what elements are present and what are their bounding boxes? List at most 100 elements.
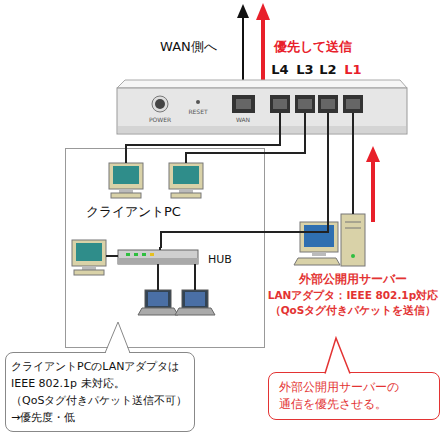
device-label: RESET — [183, 108, 213, 115]
reset-hole — [196, 100, 200, 104]
priority-arrow — [261, 18, 265, 80]
callout-box: 外部公開用サーバーの 通信を優先させる。 — [268, 372, 440, 420]
hub-device — [118, 250, 198, 264]
wan-arrow — [237, 4, 249, 84]
lan-cable — [159, 247, 161, 250]
lan-port — [343, 95, 363, 113]
wan-arrow — [237, 4, 249, 18]
power-button — [152, 96, 168, 112]
lan-port — [270, 95, 290, 113]
lan-port — [232, 95, 363, 113]
server-pc — [341, 214, 365, 266]
server-pc — [304, 225, 334, 247]
callout-tail — [105, 322, 130, 353]
lan-cable — [157, 264, 159, 290]
client-pc — [82, 266, 96, 270]
server-pc — [351, 254, 355, 258]
laptop-pc — [185, 292, 205, 306]
lan-cable — [352, 135, 354, 208]
device-label: HUB — [208, 253, 248, 266]
group-label: クライアントPC — [86, 203, 256, 221]
server-pc — [345, 228, 361, 229]
direction-label: WAN側へ — [160, 38, 217, 56]
hub-device — [150, 253, 154, 256]
router-body — [117, 80, 407, 88]
lan-port — [236, 99, 251, 109]
client-pc — [72, 240, 106, 266]
hub-device — [118, 250, 198, 264]
server-pc — [294, 214, 365, 266]
lan-port — [298, 99, 312, 109]
server-priority-arrow — [366, 146, 380, 222]
lan-cable — [352, 113, 354, 135]
client-pc — [119, 189, 133, 193]
hub-device — [134, 253, 138, 256]
server-pc — [300, 222, 338, 252]
device-label: POWER — [143, 116, 177, 123]
lan-cable — [194, 264, 196, 290]
client-pc — [74, 270, 104, 275]
client-pc — [173, 166, 199, 184]
lan-port — [232, 95, 255, 113]
router-body — [117, 88, 407, 134]
router-device: POWER RESET WAN — [115, 80, 407, 135]
lan-cable — [106, 247, 195, 290]
callout-tail — [325, 338, 350, 374]
server-pc — [312, 252, 326, 256]
server-priority-arrow — [366, 146, 380, 162]
lan-cable — [126, 113, 353, 214]
client-pc — [179, 189, 193, 193]
laptop-pc — [138, 308, 178, 315]
client-pc — [113, 166, 139, 184]
callout-text: 外部公開用サーバーの 通信を優先させる。 — [279, 379, 434, 413]
client-pc — [169, 163, 203, 189]
device-label: WAN — [228, 116, 258, 123]
priority-arrow — [256, 3, 270, 80]
server-title: 外部公開用サーバー — [264, 272, 442, 287]
callout-tail — [325, 338, 350, 375]
callout-text: クライアントPCのLANアダプタは IEEE 802.1p 未対応。 （QoSタ… — [11, 358, 193, 426]
port-label: L1 — [341, 62, 365, 77]
server-note: LANアダプタ：IEEE 802.1p対応 （QoSタグ付きパケットを送信） — [264, 288, 442, 318]
callout-box: クライアントPCのLANアダプタは IEEE 802.1p 未対応。 （QoSタ… — [5, 352, 195, 432]
server-priority-arrow — [371, 160, 375, 222]
lan-port — [318, 95, 338, 113]
laptop-pc — [182, 290, 208, 308]
client-pc — [171, 193, 201, 198]
callout-tail — [105, 322, 350, 375]
lan-cable — [126, 113, 280, 163]
hub-device — [126, 253, 130, 256]
port-label: L3 — [293, 62, 317, 77]
priority-arrow — [256, 3, 270, 20]
power-button — [155, 99, 165, 109]
lan-port — [346, 99, 360, 109]
laptop-pc — [175, 308, 215, 315]
server-box: 外部公開用サーバーLANアダプタ：IEEE 802.1p対応 （QoSタグ付きパ… — [264, 208, 442, 326]
laptop-pc — [138, 290, 215, 315]
hub-device — [118, 258, 198, 264]
lan-cable — [352, 208, 354, 214]
callout-tail — [105, 322, 130, 355]
lan-cable — [327, 113, 329, 135]
laptop-pc — [148, 292, 168, 306]
hub-device — [142, 253, 146, 256]
lan-cable — [161, 135, 328, 248]
server-pc — [345, 222, 361, 223]
port-label: L4 — [268, 62, 292, 77]
client-pc — [111, 193, 141, 198]
reset-hole — [196, 100, 200, 104]
router-body — [118, 126, 406, 133]
laptop-pc — [145, 290, 171, 308]
port-label: L2 — [316, 62, 340, 77]
hub-device-box: HUB — [116, 248, 241, 270]
lan-port — [273, 99, 287, 109]
client-pc — [109, 163, 143, 189]
lan-cable — [106, 255, 118, 257]
client-group-box: クライアントPC HUB — [65, 148, 265, 348]
server-pc — [294, 258, 340, 265]
lan-port — [295, 95, 315, 113]
client-pc — [76, 243, 102, 261]
